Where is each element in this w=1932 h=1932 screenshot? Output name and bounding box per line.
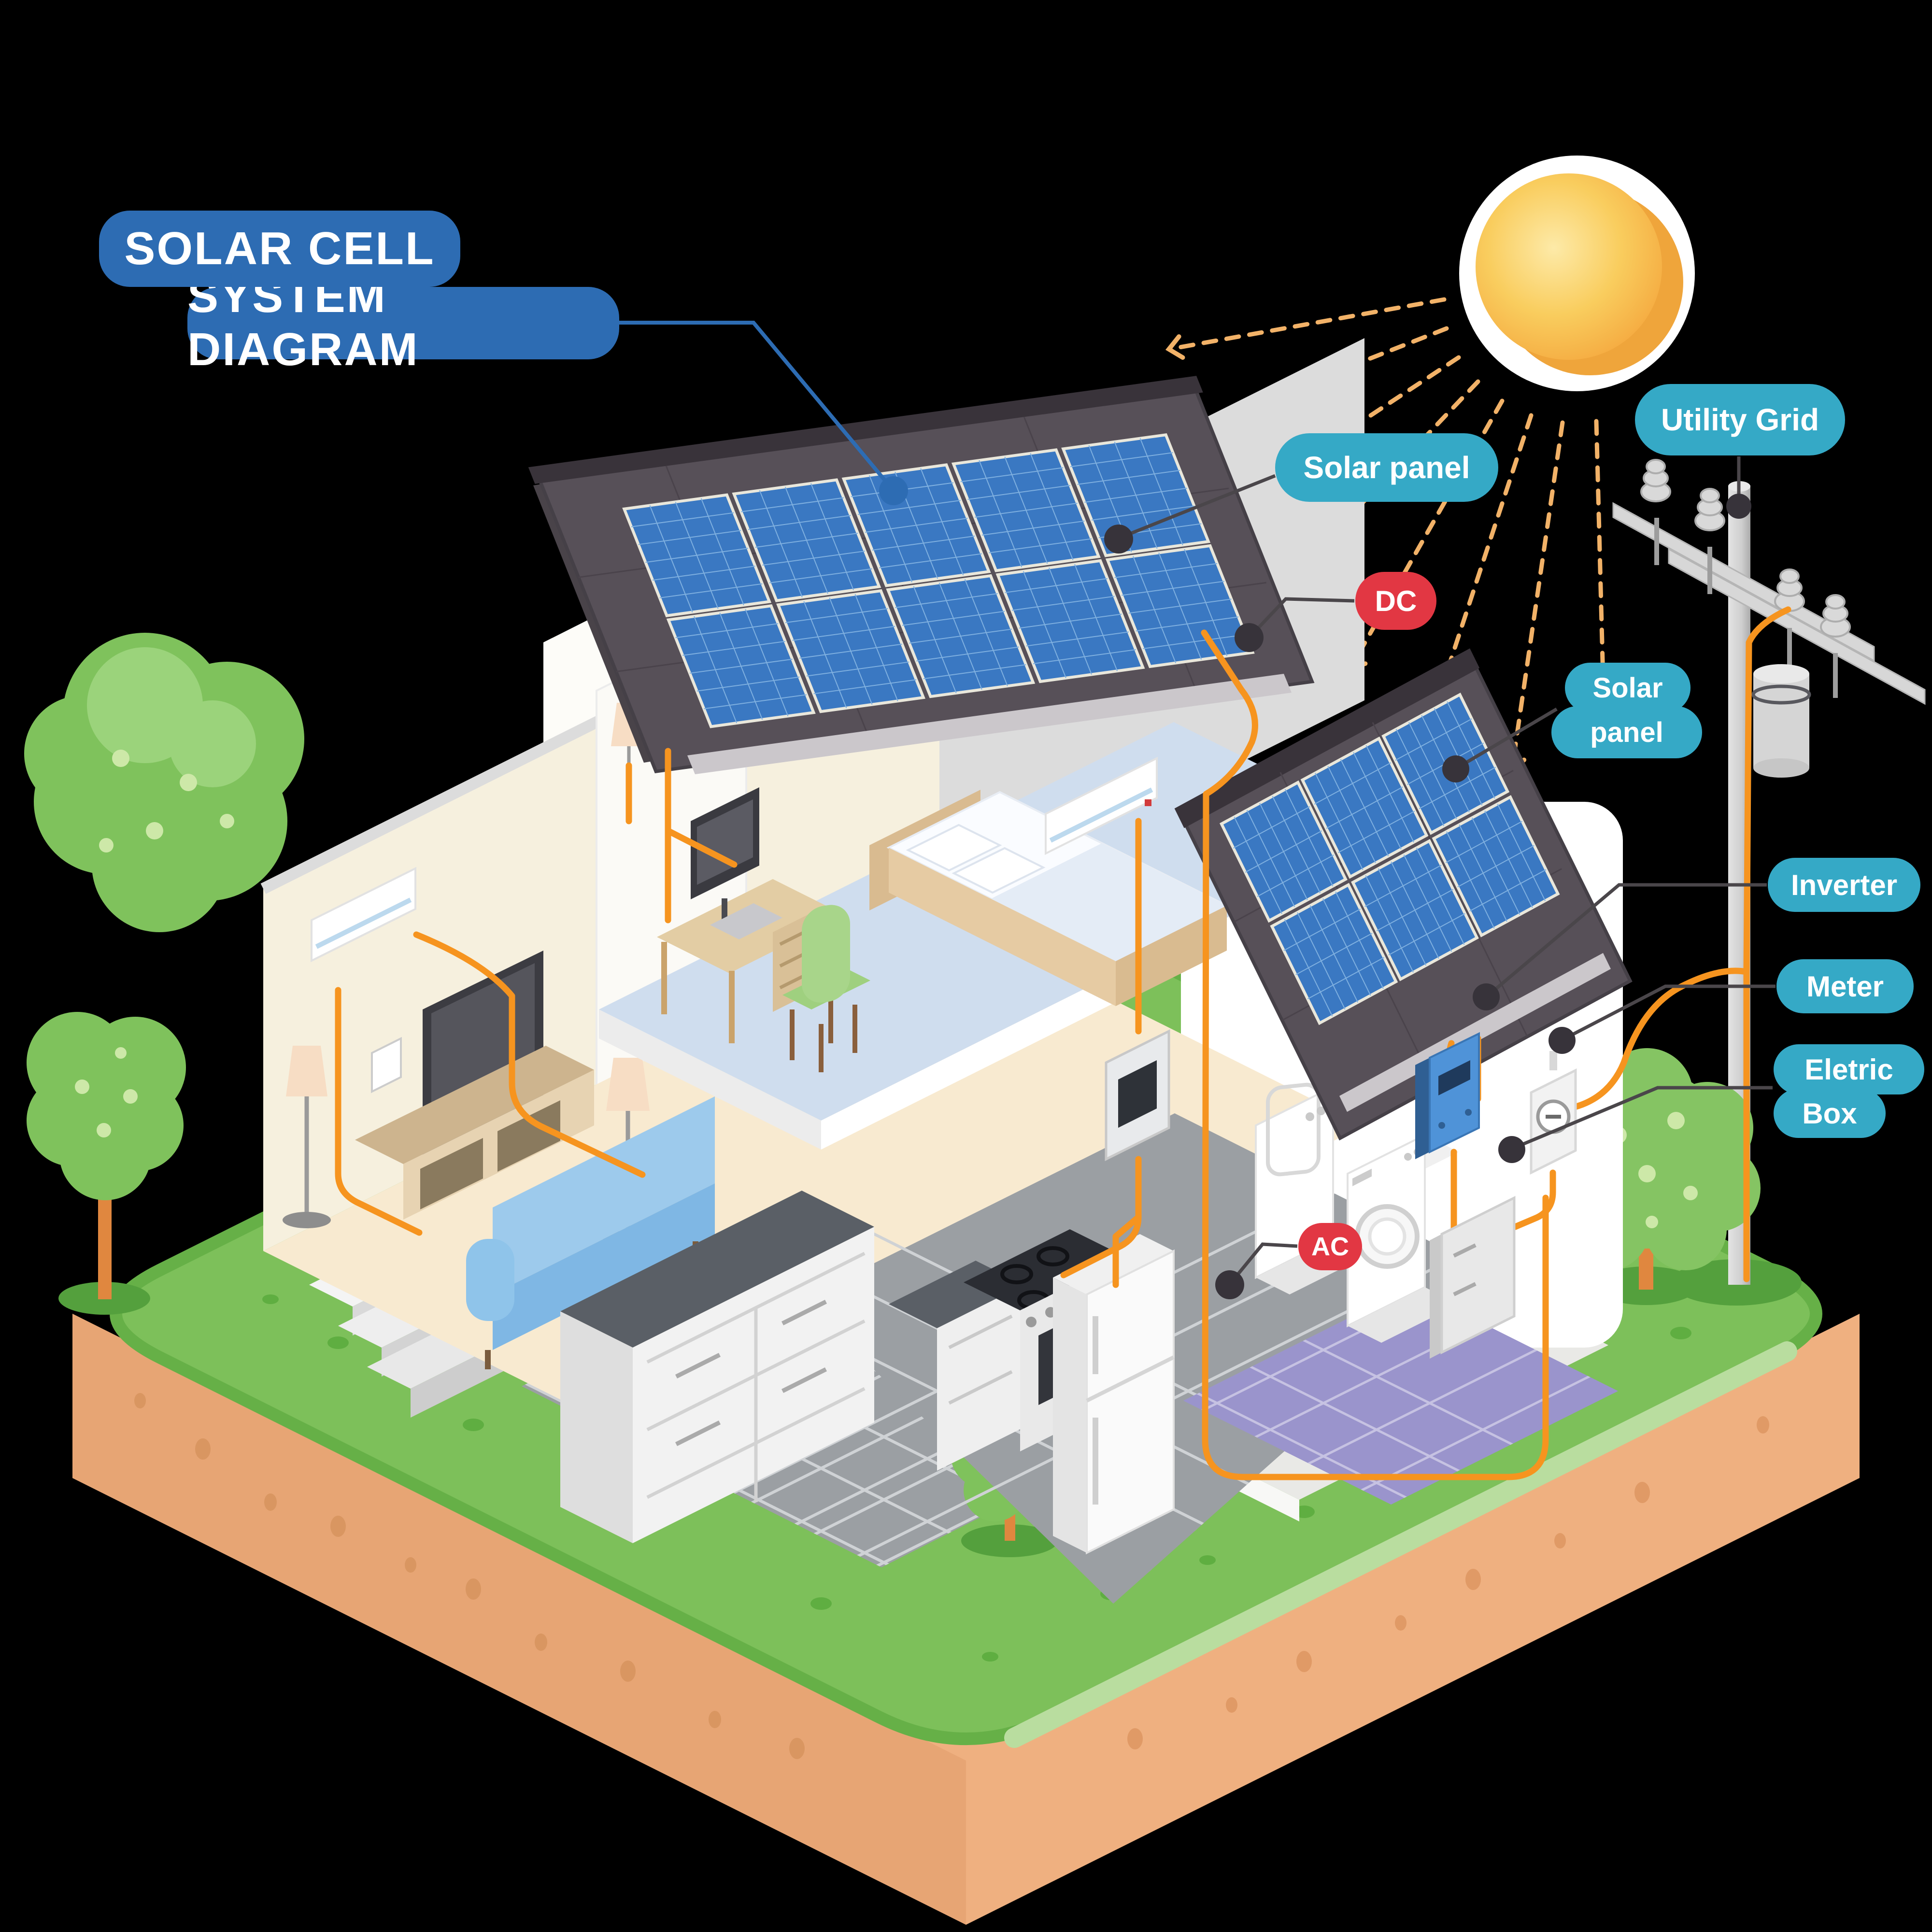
label-meter: Meter [1776,959,1914,1013]
pole-transformer [1751,664,1811,778]
label-ac: AC [1298,1223,1362,1270]
sun-icon [1459,156,1695,391]
label-solar-panel-small-line2: panel [1551,706,1702,758]
light-switch [371,1037,402,1094]
inverter-device [1415,1032,1480,1159]
kitchen-island [560,1191,874,1543]
leader-lines [617,321,1776,1299]
chair [782,905,870,1072]
label-solar-panel-main-text: Solar panel [1303,450,1470,485]
title-text-line1: SOLAR CELL [124,223,435,274]
label-dc-text: DC [1375,584,1417,617]
tv-console [355,1046,594,1220]
label-eletric-box-line2: Box [1774,1089,1886,1138]
label-eletric-box-text2: Box [1802,1097,1857,1130]
bedroom [611,703,1229,1072]
washing-machine [1347,1133,1459,1343]
ac-unit [311,867,416,963]
laundry-floor [1183,1287,1618,1505]
service-panel [1105,1029,1170,1162]
electric-box-device [1430,1195,1516,1359]
second-roof [1175,648,1633,1139]
label-solar-panel-small-text2: panel [1590,716,1663,748]
label-ac-text: AC [1311,1232,1349,1261]
pole-crossarms [1612,459,1926,705]
floor-lamp [283,1046,331,1228]
ac-unit [1045,756,1158,855]
label-inverter: Inverter [1768,858,1920,912]
label-eletric-box-text1: Eletric [1804,1053,1893,1086]
label-inverter-text: Inverter [1790,868,1898,901]
label-dc: DC [1355,572,1436,630]
bed [869,790,1229,1006]
main-roof [528,376,1318,774]
label-utility-grid: Utility Grid [1635,384,1845,455]
tree-large [24,633,304,932]
tree-small-left [27,1012,186,1299]
label-solar-panel-main: Solar panel [1275,433,1498,502]
meter-device [1530,1051,1577,1175]
label-utility-grid-text: Utility Grid [1661,402,1819,437]
insulators [1640,459,1851,638]
label-eletric-box-line1: Eletric [1774,1044,1924,1094]
title-badge-line2: SYSTEM DIAGRAM [187,270,619,375]
label-solar-panel-small-text1: Solar [1592,672,1663,704]
title-badge-line1: SOLAR CELL [99,211,460,287]
label-meter-text: Meter [1806,970,1884,1003]
label-solar-panel-small-line1: Solar [1565,663,1690,713]
